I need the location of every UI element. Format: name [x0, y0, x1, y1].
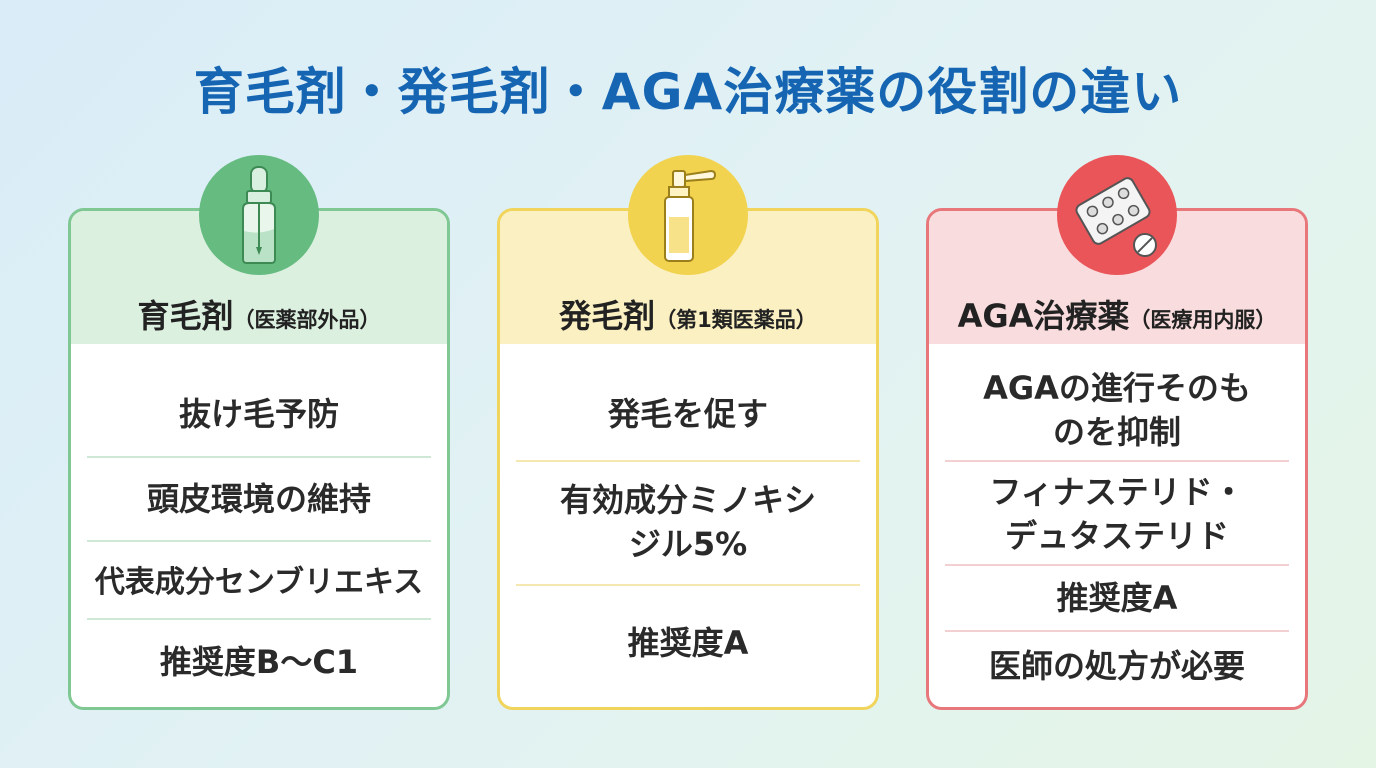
- list-item: 推奨度A: [627, 624, 749, 662]
- list-item: 医師の処方が必要: [988, 647, 1245, 685]
- list-item: 発毛を促す: [607, 395, 768, 433]
- card-aga-chiryoyaku: AGA治療薬（医療用内服） AGAの進行そのも のを抑制 フィナステリド・ デュ…: [926, 155, 1308, 710]
- divider: [87, 540, 431, 542]
- list-item: AGAの進行そのも のを抑制: [983, 369, 1251, 451]
- list-item: 代表成分センブリエキス: [94, 565, 424, 600]
- card-title: AGA治療薬（医療用内服）: [929, 291, 1305, 337]
- product-name: 育毛剤: [137, 297, 234, 335]
- divider: [516, 584, 860, 586]
- spray-bottle-icon: [628, 155, 748, 275]
- pill-pack-icon: [1057, 155, 1177, 275]
- list-item: 頭皮環境の維持: [146, 480, 371, 518]
- list-item: 有効成分ミノキシ ジル5%: [559, 481, 816, 563]
- list-item: 抜け毛予防: [178, 395, 339, 433]
- product-name: 発毛剤: [559, 297, 656, 335]
- divider: [87, 618, 431, 620]
- item-list: AGAの進行そのも のを抑制 フィナステリド・ デュタステリド 推奨度A 医師の…: [945, 344, 1289, 707]
- card-title: 育毛剤（医薬部外品）: [71, 291, 447, 337]
- divider: [516, 460, 860, 462]
- divider: [945, 460, 1289, 462]
- product-name: AGA治療薬: [957, 297, 1130, 335]
- list-item: 推奨度A: [1056, 579, 1178, 617]
- divider: [945, 564, 1289, 566]
- item-list: 抜け毛予防 頭皮環境の維持 代表成分センブリエキス 推奨度B〜C1: [87, 344, 431, 707]
- product-category: （医薬部外品）: [233, 308, 381, 332]
- divider: [945, 630, 1289, 632]
- card-title: 発毛剤（第1類医薬品）: [500, 291, 876, 337]
- card-ikumozai: 育毛剤（医薬部外品） 抜け毛予防 頭皮環境の維持 代表成分センブリエキス 推奨度…: [68, 155, 450, 710]
- list-item: フィナステリド・ デュタステリド: [989, 473, 1245, 555]
- product-category: （医療用内服）: [1129, 308, 1277, 332]
- divider: [87, 456, 431, 458]
- page-title: 育毛剤・発毛剤・AGA治療薬の役割の違い: [193, 63, 1183, 121]
- product-category: （第1類医薬品）: [655, 308, 817, 332]
- card-hatsumozai: 発毛剤（第1類医薬品） 発毛を促す 有効成分ミノキシ ジル5% 推奨度A: [497, 155, 879, 710]
- dropper-bottle-icon: [199, 155, 319, 275]
- item-list: 発毛を促す 有効成分ミノキシ ジル5% 推奨度A: [516, 344, 860, 707]
- list-item: 推奨度B〜C1: [159, 643, 359, 681]
